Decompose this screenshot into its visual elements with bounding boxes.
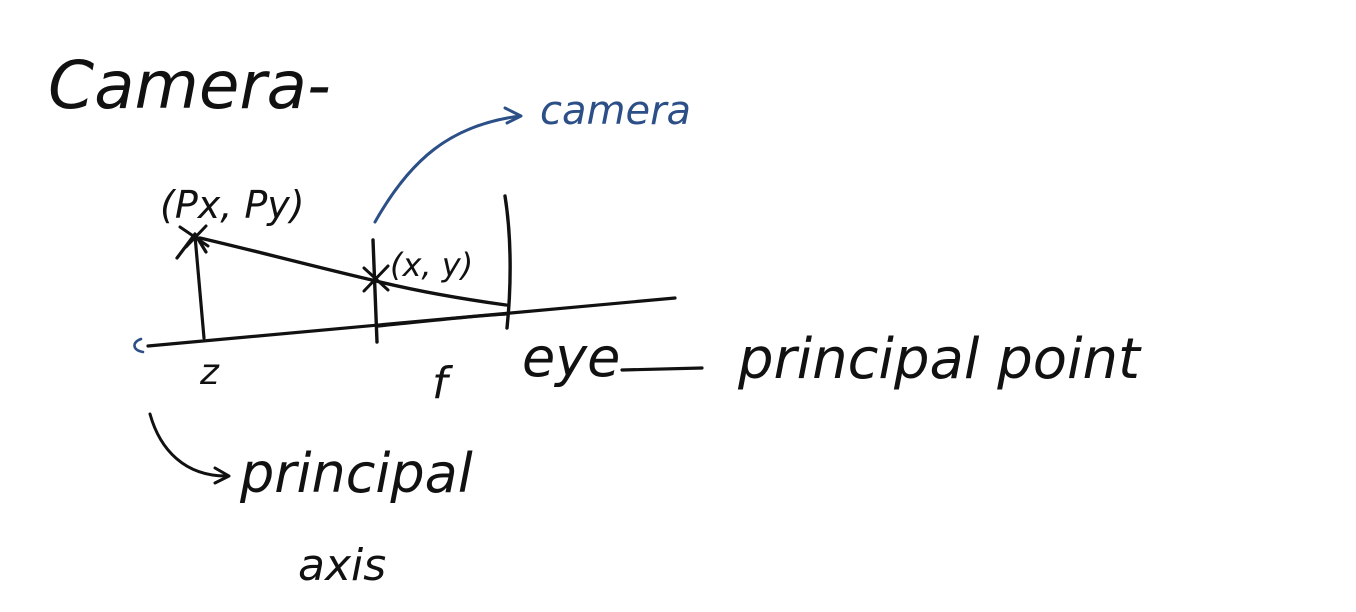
focal-length-label: f [432, 358, 454, 409]
eye-plane-line [503, 194, 512, 330]
distance-z-label: z [199, 352, 220, 393]
camera-label: camera [540, 88, 691, 134]
principal-axis-label-line1: principal [239, 442, 473, 505]
principal-point-label: principal point [737, 327, 1142, 392]
image-plane-line [371, 238, 379, 344]
principal-axis-label-line2: axis [298, 540, 386, 591]
eye-label: eye [522, 326, 620, 389]
image-point-label: (x, y) [390, 246, 473, 284]
focal-length-segment [376, 312, 508, 328]
camera-pointer-arrow [373, 106, 523, 224]
projection-ray [198, 236, 508, 307]
image-point-marker [362, 264, 390, 293]
object-height-arrow [175, 232, 208, 340]
axis-start-hook [133, 337, 145, 354]
object-point-label: (Px, Py) [160, 183, 305, 227]
object-point-marker [178, 224, 210, 249]
principal-axis-pointer-arrow [148, 412, 231, 485]
diagram-title: Camera- [48, 47, 331, 124]
eye-to-principal-point-dash [620, 366, 704, 372]
